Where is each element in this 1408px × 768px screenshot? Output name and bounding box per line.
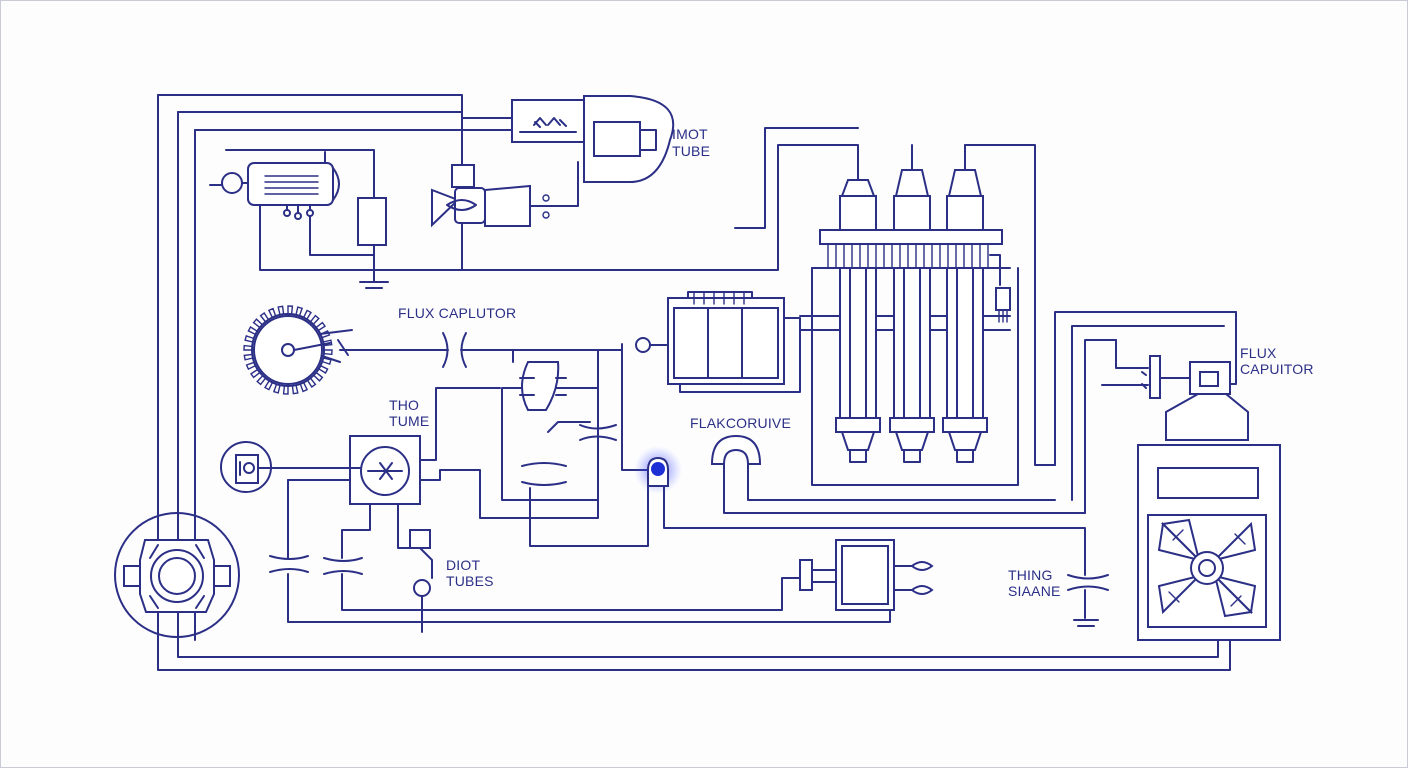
valve-assembly: [431, 111, 579, 271]
flakcoruive: FLAKCORUIVE: [690, 415, 1086, 514]
fan-cabinet: [1137, 444, 1281, 641]
imot-tube: IMOT TUBE: [511, 95, 710, 183]
capacitor-icon: [323, 557, 363, 575]
vacuum-tube-icon: [889, 169, 935, 463]
label-flakcoruive: FLAKCORUIVE: [690, 415, 791, 431]
ground-icon: [1073, 619, 1099, 627]
label-diot: DIOT: [446, 557, 480, 573]
capacitor-icon: [579, 424, 617, 441]
label-tubes: TUBES: [446, 573, 494, 589]
diot-tubes: DIOT TUBES: [269, 479, 891, 633]
label-capuitor: CAPUITOR: [1240, 361, 1314, 377]
relay-icon: [511, 99, 585, 143]
label-flux-caplutor: FLUX CAPLUTOR: [398, 305, 516, 321]
motor-icon: [247, 162, 334, 206]
fan-icon: [1157, 518, 1257, 618]
indicator-lamp-icon: [634, 446, 1086, 541]
gear-wheel: [243, 305, 353, 395]
label-flux: FLUX: [1240, 345, 1277, 361]
flux-capuitor: FLUX CAPUITOR: [1054, 311, 1314, 514]
tube-bank-header: [819, 229, 1003, 245]
ground-icon: [359, 281, 389, 289]
output-module: [799, 539, 934, 611]
label-tube: TUBE: [672, 143, 710, 159]
vacuum-tube-icon: [942, 169, 988, 463]
label-tho: THO: [389, 397, 419, 413]
resistor-icon: [357, 197, 387, 246]
relay-switch-block: [501, 349, 649, 547]
thing-siaane: THING SIAANE: [1008, 539, 1109, 627]
motor-assembly: [209, 149, 463, 289]
label-tume: TUME: [389, 413, 429, 429]
vacuum-tube-icon: [835, 179, 881, 463]
capacitor-icon: [269, 555, 309, 573]
capacitor-icon: [521, 462, 567, 486]
label-imot: IMOT: [672, 126, 708, 142]
vacuum-tube-bank: [799, 169, 1019, 486]
gear-teeth: [243, 305, 333, 395]
tho-tume: THO TUME: [349, 387, 599, 519]
capacitor-icon: [1067, 574, 1109, 591]
tube-bank-connector-icon: [989, 254, 1011, 323]
bus-to-tube-bank: [461, 127, 1056, 466]
label-siaane: SIAANE: [1008, 583, 1061, 599]
coil-assembly: [114, 512, 240, 638]
dial-sensor: [220, 441, 361, 493]
label-thing: THING: [1008, 567, 1053, 583]
display-module: [667, 291, 801, 393]
motor-terminal-icon: [221, 172, 243, 194]
